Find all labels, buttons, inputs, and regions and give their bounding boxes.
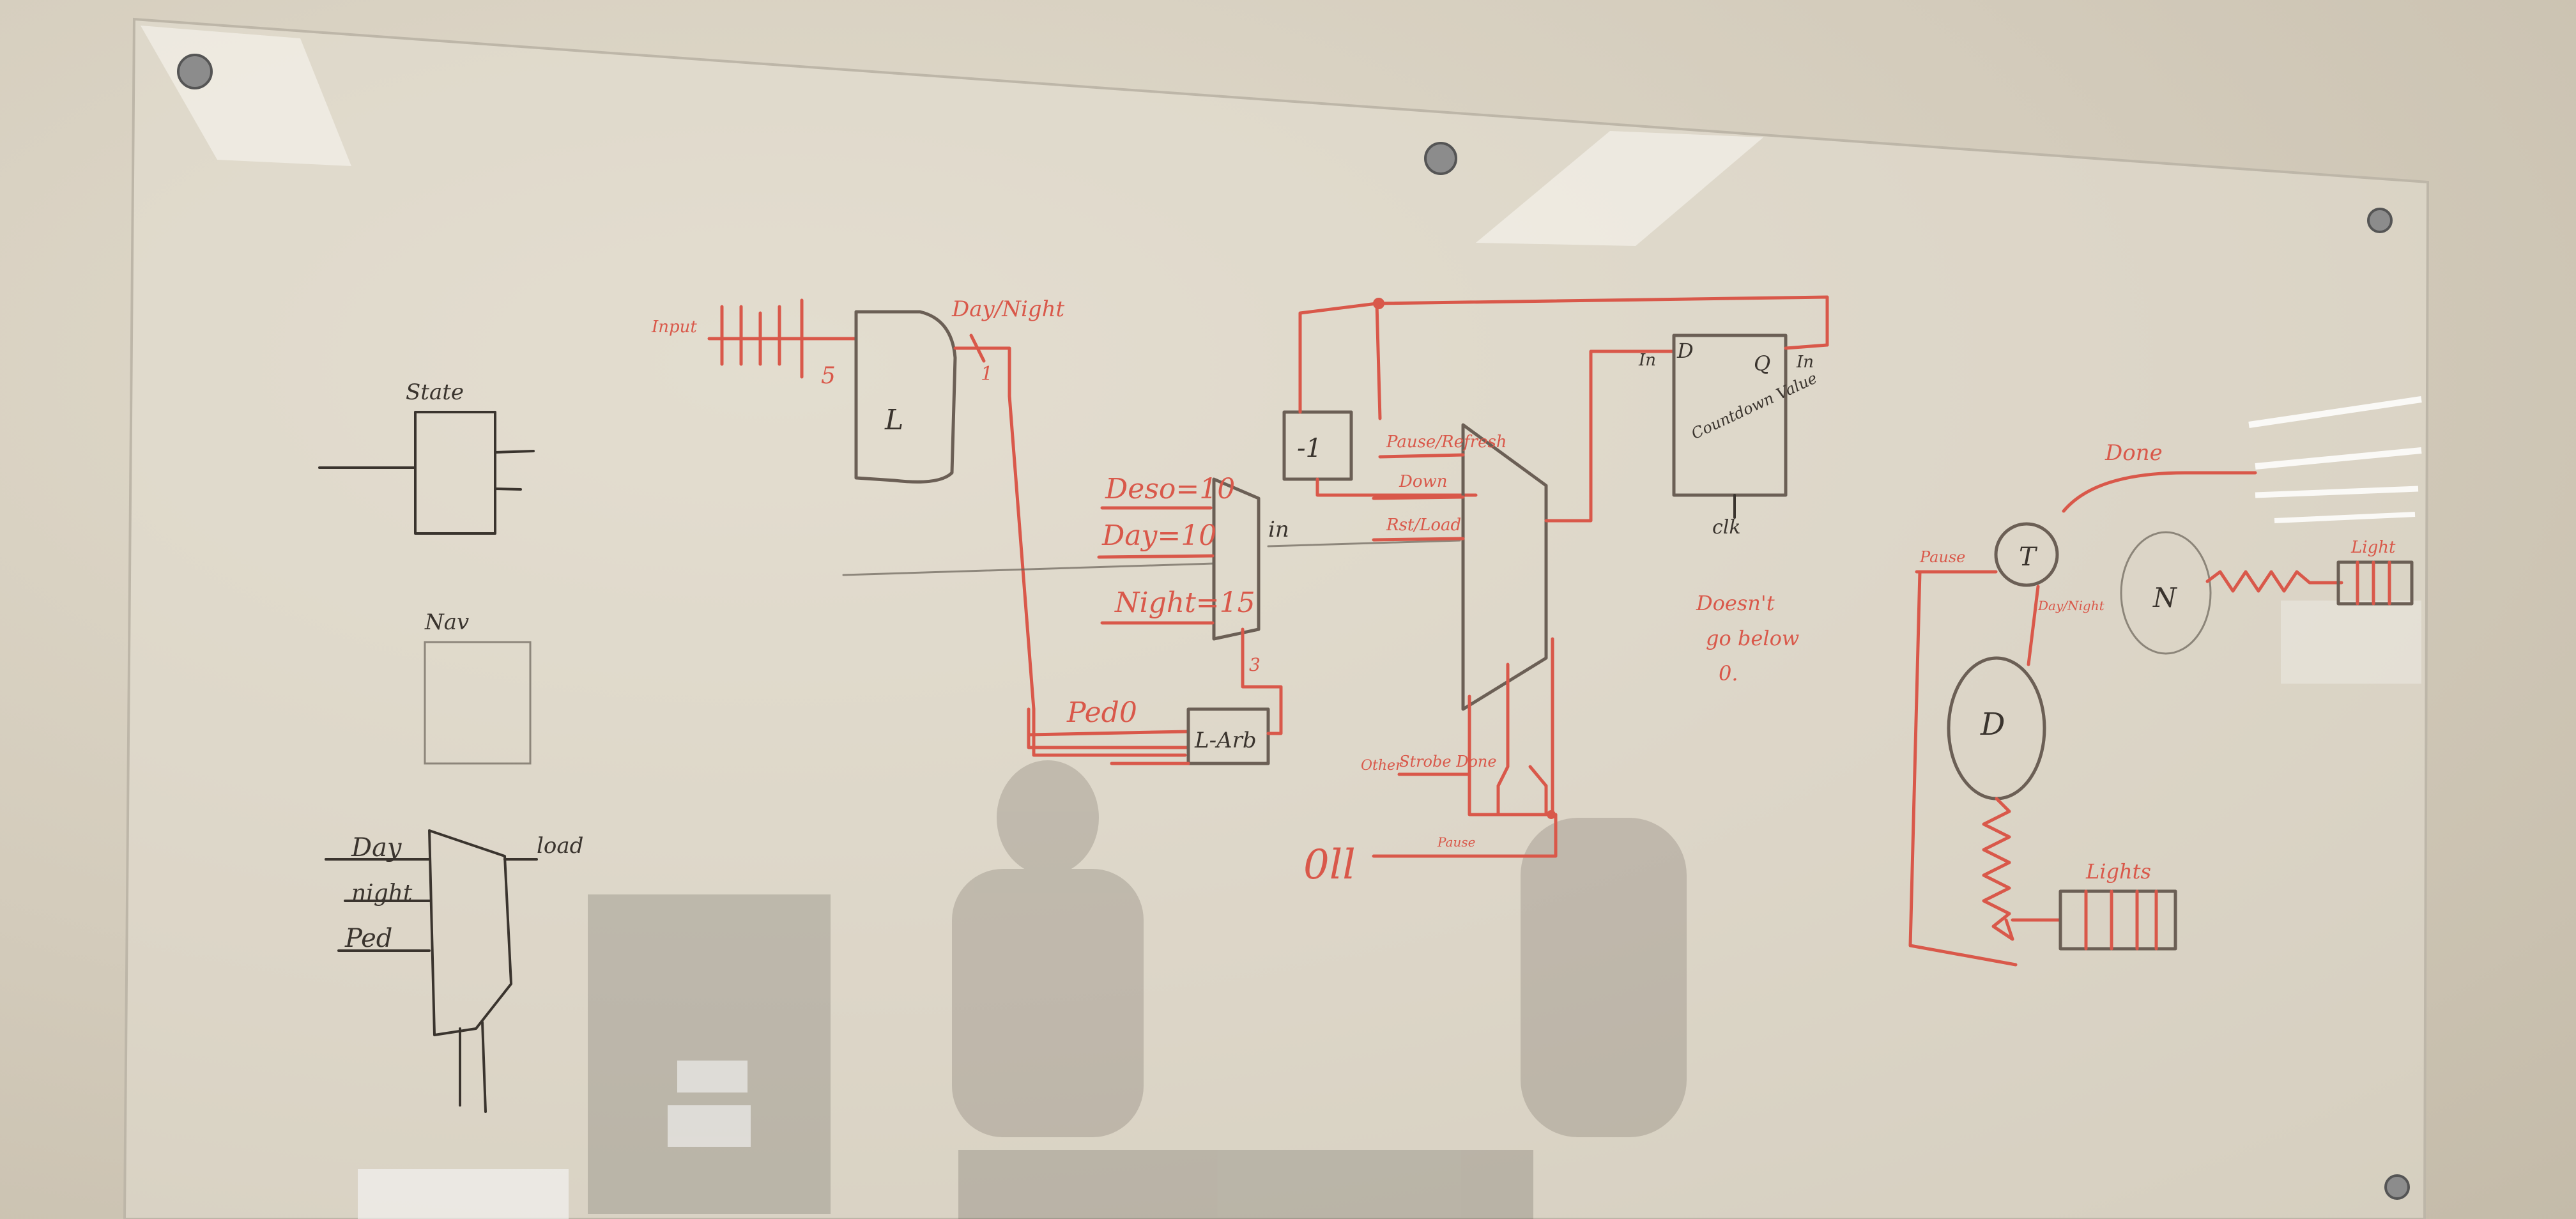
sm-lights-right: Light: [2350, 538, 2396, 557]
note-line-1: Doesn't: [1696, 591, 1775, 615]
state-machine: Done T Pause Day/Night D Lights N Light: [1908, 440, 2414, 967]
state-register-sketch: State: [318, 379, 535, 535]
mux-input-day: Day: [351, 833, 402, 862]
sm-state-n: N: [2152, 582, 2177, 613]
input-block: Input 5 L Day/Night 1: [651, 296, 1064, 711]
values-in-label: in: [1268, 517, 1289, 542]
bus-width-3: 3: [1249, 654, 1261, 675]
pause-bottom-label: Pause: [1437, 834, 1475, 850]
bus-width-1: 1: [981, 363, 993, 385]
window-reflection: [2248, 396, 2422, 684]
sm-done-label: Done: [2104, 440, 2163, 466]
sm-pause-label: Pause: [1919, 548, 1965, 566]
monitor-reflection: [358, 1061, 751, 1219]
counter-in-left: In: [1638, 351, 1656, 370]
mux-input-night: night: [351, 880, 413, 907]
ped-arbiter: Ped0 L-Arb 3: [1027, 627, 1283, 765]
input-label: Input: [651, 318, 697, 337]
standoff-bolts: [177, 54, 2410, 1200]
glass-whiteboard: [123, 17, 2430, 1219]
sm-lights-bottom: Lights: [2085, 859, 2151, 884]
note-line-3: 0.: [1719, 661, 1738, 686]
sm-state-t: T: [2019, 542, 2038, 572]
note-line-2: go below: [1706, 626, 1799, 650]
mux-label-rst-load: Rst/Load: [1386, 516, 1461, 535]
counter-clk-label: clk: [1712, 516, 1741, 539]
load-mux-sketch: Day night Ped load: [325, 829, 583, 1113]
nav-label: Nav: [424, 610, 469, 635]
mux-label-pause-refresh: Pause/Refresh: [1386, 433, 1507, 452]
nav-block-sketch: Nav: [424, 610, 532, 765]
room-reflection: [588, 760, 1687, 1219]
counter-d-label: D: [1676, 339, 1694, 363]
mux-label-down: Down: [1399, 472, 1448, 491]
counter-q-label: Q: [1754, 351, 1770, 376]
strobe-logic: Other Strobe Done 0ll Pause: [1303, 637, 1558, 889]
ped-label: Ped0: [1066, 696, 1137, 729]
value-night: Night=15: [1114, 586, 1255, 619]
zero-bus-label: 0ll: [1303, 841, 1356, 889]
minus-one-label: -1: [1297, 434, 1322, 463]
bus-width-5: 5: [821, 363, 836, 389]
day-night-label: Day/Night: [951, 296, 1064, 322]
arbiter-label: L-Arb: [1194, 728, 1257, 753]
l-block-label: L: [884, 404, 903, 436]
glare-top-center: [1476, 131, 1763, 246]
mux-input-ped: Ped: [344, 924, 392, 953]
sm-day-night-label: Day/Night: [2037, 598, 2105, 613]
state-label: State: [406, 379, 464, 405]
load-label: load: [537, 833, 583, 859]
value-day: Day=10: [1101, 519, 1216, 552]
values-mux: Deso=10 Day=10 Night=15 in: [842, 473, 1461, 641]
other-label: Other: [1361, 758, 1403, 774]
sm-state-d: D: [1980, 707, 2005, 742]
strobe-done-label: Strobe Done: [1399, 753, 1497, 770]
note-doesnt-go-below-zero: Doesn't go below 0.: [1696, 591, 1799, 686]
counter-in-right: In: [1796, 353, 1814, 372]
counter-mux: -1 Pause/Refresh Down Rst/Load: [1282, 295, 1829, 711]
value-deso: Deso=10: [1105, 473, 1235, 505]
